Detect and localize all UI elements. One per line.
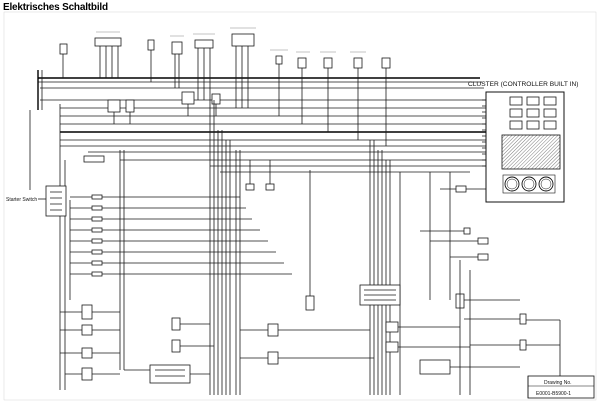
top-connector-2 — [94, 37, 122, 47]
fuse-row — [70, 271, 292, 277]
component-ll-4 — [81, 367, 93, 381]
starter-switch[interactable] — [45, 185, 67, 217]
indicator-lamp — [526, 96, 540, 106]
lower-relay-3 — [267, 323, 279, 337]
connector-right-3 — [519, 339, 527, 351]
relay-4 — [211, 93, 221, 105]
top-connector-11 — [381, 57, 391, 69]
lower-center-components — [124, 317, 374, 384]
top-connector-3 — [147, 39, 155, 51]
cluster-title: CLUSTER (CONTROLLER BUILT IN) — [468, 81, 578, 88]
fuse-block-top — [83, 155, 105, 163]
starter-switch-label: Starter Switch — [6, 197, 37, 203]
fuse-row — [70, 216, 252, 222]
fuse-row — [70, 260, 284, 266]
lower-relay-block — [149, 364, 191, 384]
fuse-row — [70, 249, 276, 255]
fuse-row — [70, 238, 268, 244]
component-ll-3 — [81, 347, 93, 359]
indicator-lamp — [509, 108, 523, 118]
lower-relay-2 — [171, 339, 181, 353]
indicator-lamp — [526, 120, 540, 130]
lower-left-components — [59, 300, 120, 390]
component-ll-2 — [81, 324, 93, 336]
lower-right-components — [385, 237, 561, 395]
relay-group — [29, 91, 221, 190]
top-connector-8 — [297, 57, 307, 69]
right-middle-bundle — [305, 140, 451, 395]
indicator-lamp — [509, 120, 523, 130]
middle-bundle — [119, 100, 275, 395]
cluster-side-connector — [463, 227, 471, 235]
connector-mid-1 — [245, 183, 255, 191]
fuse-row — [70, 194, 240, 200]
drawing-number-value: E0001-B5900-1 — [536, 391, 571, 397]
top-connector-10 — [353, 57, 363, 69]
component-ll-1 — [81, 304, 93, 320]
connector-mid-3 — [305, 295, 315, 311]
top-connector-1 — [59, 43, 68, 55]
lower-relay-1 — [171, 317, 181, 331]
starter-switch-block: Starter Switch — [6, 185, 67, 217]
fuse-row — [70, 227, 260, 233]
drawing-number-box: Drawing No. E0001-B5900-1 — [527, 375, 595, 399]
relay-2 — [125, 99, 135, 113]
top-connector-9 — [323, 57, 333, 69]
indicator-lamp — [543, 120, 557, 130]
cluster-display — [501, 134, 561, 170]
indicator-lamp — [543, 108, 557, 118]
connector-mid-2 — [265, 183, 275, 191]
connector-right-4 — [477, 253, 489, 261]
connector-right-5 — [477, 237, 489, 245]
connector-right-2 — [519, 313, 527, 325]
indicator-lamp — [543, 96, 557, 106]
page-title: Elektrisches Schaltbild — [3, 2, 108, 13]
top-connector-6 — [231, 33, 255, 47]
diagram-frame — [3, 11, 597, 401]
top-connectors — [59, 27, 391, 146]
cluster-side-connector — [455, 185, 467, 193]
indicator-lamp — [509, 96, 523, 106]
indicator-lamp — [526, 108, 540, 118]
lower-relay-4 — [267, 351, 279, 365]
main-harness — [37, 70, 488, 300]
cluster-block: CLUSTER (CONTROLLER BUILT IN) — [468, 81, 578, 203]
lower-right-relay-2 — [385, 341, 399, 353]
top-connector-4 — [171, 41, 183, 55]
fuse-rows — [70, 194, 292, 277]
top-connector-7 — [275, 55, 283, 65]
cluster-side-connectors — [420, 185, 486, 235]
relay-3 — [181, 91, 195, 105]
fuse-row — [70, 205, 246, 211]
relay-1 — [107, 99, 121, 113]
top-connector-5 — [194, 39, 214, 49]
lower-right-relay-1 — [385, 321, 399, 333]
drawing-number-label: Drawing No. — [544, 380, 572, 386]
lower-right-block — [419, 359, 451, 375]
